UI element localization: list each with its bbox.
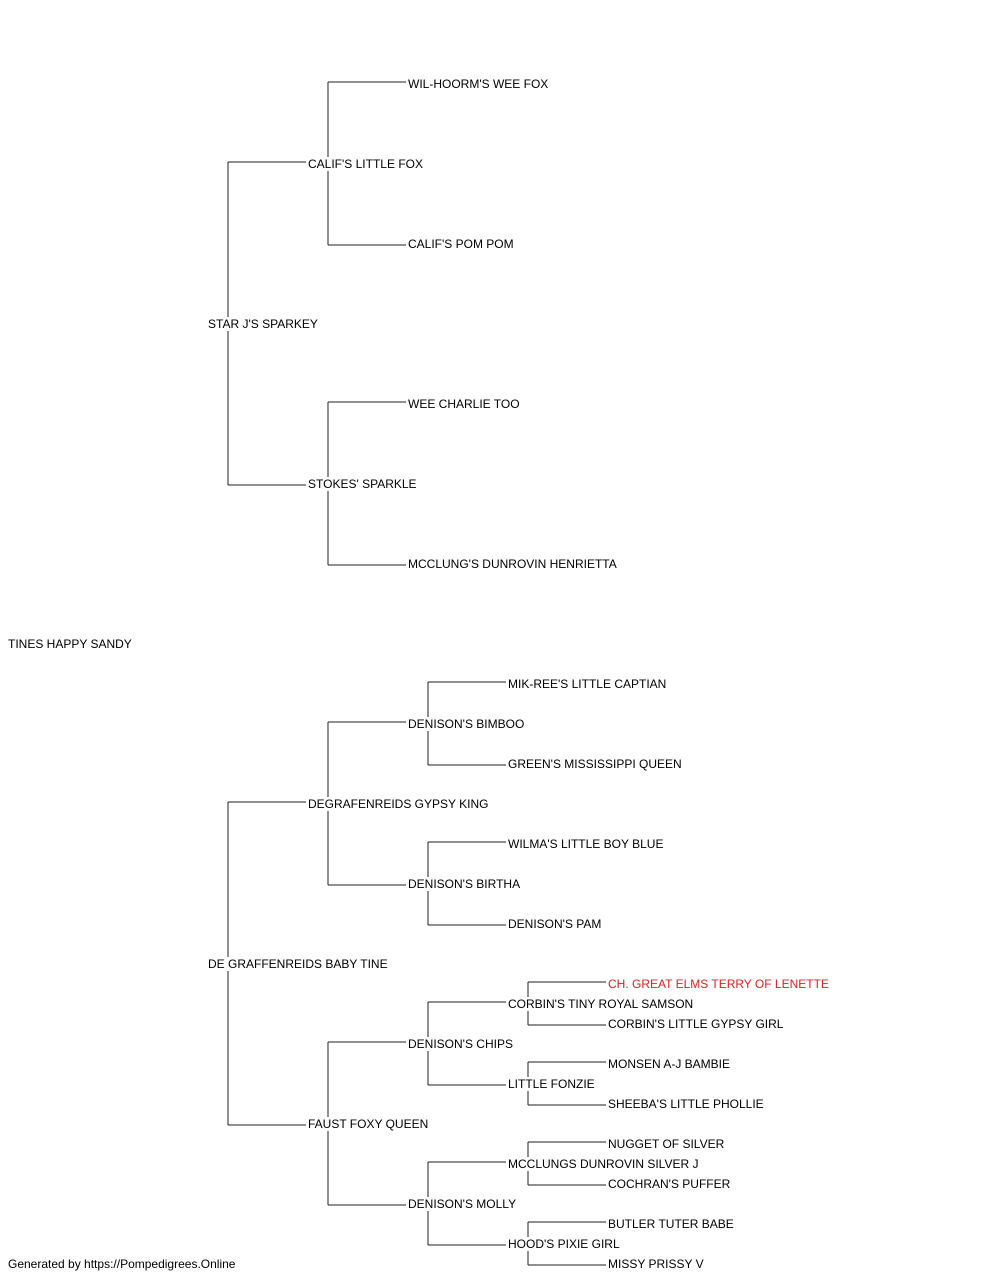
ancestor-sss-name: WIL-HOORM'S WEE FOX [408,77,549,91]
ancestor-dddds-name: BUTLER TUTER BABE [608,1217,734,1231]
sire-name: STAR J'S SPARKEY [208,317,318,331]
ancestor-ddsds-name: MONSEN A-J BAMBIE [608,1057,731,1071]
ancestor-ddss-name: CORBIN'S TINY ROYAL SAMSON [508,997,694,1011]
ancestor-dssd-name: GREEN'S MISSISSIPPI QUEEN [508,757,682,771]
ancestor-ddssd-name: CORBIN'S LITTLE GYPSY GIRL [608,1017,784,1031]
ancestor-ddsss-name: CH. GREAT ELMS TERRY OF LENETTE [608,977,829,991]
ancestor-sds-name: WEE CHARLIE TOO [408,397,520,411]
ancestor-ddds-name: MCCLUNGS DUNROVIN SILVER J [508,1157,699,1171]
dam-sire-name: DEGRAFENREIDS GYPSY KING [308,797,489,811]
sire-dam-name: STOKES' SPARKLE [308,477,417,491]
sire-sire-name: CALIF'S LITTLE FOX [308,157,423,171]
ancestor-dsss-name: MIK-REE'S LITTLE CAPTIAN [508,677,667,691]
ancestor-dddd-name: HOOD'S PIXIE GIRL [508,1237,620,1251]
ancestor-ddsdd-name: SHEEBA'S LITTLE PHOLLIE [608,1097,764,1111]
ancestor-dsds-name: WILMA'S LITTLE BOY BLUE [508,837,664,851]
dam-dam-name: FAUST FOXY QUEEN [308,1117,429,1131]
ancestor-ddd-name: DENISON'S MOLLY [408,1197,517,1211]
ancestor-dss-name: DENISON'S BIMBOO [408,717,525,731]
ancestor-ssd-name: CALIF'S POM POM [408,237,514,251]
ancestor-dds-name: DENISON'S CHIPS [408,1037,513,1051]
ancestor-ddddd-name: MISSY PRISSY V [608,1257,704,1271]
ancestor-dsdd-name: DENISON'S PAM [508,917,602,931]
ancestor-dsd-name: DENISON'S BIRTHA [408,877,521,891]
ancestor-dddss-name: NUGGET OF SILVER [608,1137,725,1151]
ancestor-dddsd-name: COCHRAN'S PUFFER [608,1177,731,1191]
generated-by-footer: Generated by https://Pompedigrees.Online [8,1257,236,1271]
dam-name: DE GRAFFENREIDS BABY TINE [208,957,388,971]
pedigree-subject: TINES HAPPY SANDY [8,637,132,651]
ancestor-sdd-name: MCCLUNG'S DUNROVIN HENRIETTA [408,557,617,571]
ancestor-ddsd-name: LITTLE FONZIE [508,1077,595,1091]
